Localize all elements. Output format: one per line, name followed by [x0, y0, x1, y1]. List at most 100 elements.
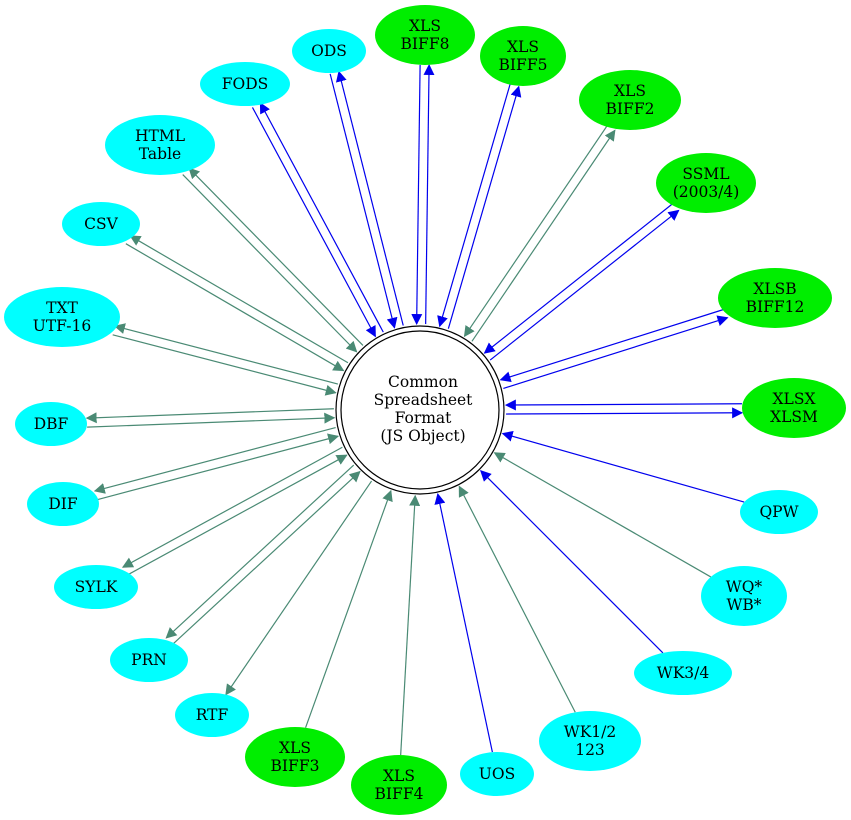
edge-wq-to-center [493, 452, 712, 578]
node-html-label-1: HTML [135, 127, 185, 145]
node-xlsx-ellipse [742, 378, 846, 438]
node-txt-label-2: UTF-16 [33, 317, 91, 335]
center-label-line-2: Spreadsheet [374, 391, 474, 409]
node-csv[interactable]: CSV [62, 202, 140, 246]
node-wk12-label-1: WK1/2 [564, 723, 616, 741]
node-xls-biff2-label-2: BIFF2 [606, 100, 655, 118]
node-xlsx-label-1: XLSX [773, 390, 816, 408]
node-dif[interactable]: DIF [27, 482, 99, 526]
node-prn[interactable]: PRN [110, 638, 188, 682]
node-ssml[interactable]: SSML(2003/4) [656, 153, 756, 213]
node-qpw-label-1: QPW [759, 503, 798, 521]
node-qpw[interactable]: QPW [740, 490, 818, 534]
edge-center-to-xls-biff8 [423, 63, 435, 325]
node-xls-biff8-label-1: XLS [409, 17, 441, 35]
node-sylk-label-1: SYLK [75, 578, 118, 596]
edge-xlsx-to-center [504, 399, 742, 411]
edge-center-to-txt [113, 323, 339, 385]
edge-xls-biff4-to-center [400, 494, 421, 756]
node-xls-biff3-ellipse [245, 727, 345, 787]
edge-uos-to-center [434, 493, 493, 753]
node-xls-biff5-label-2: BIFF5 [499, 56, 548, 74]
edge-html-to-center [182, 174, 358, 353]
center-inner-ring [340, 330, 500, 490]
edge-center-to-xls-biff5 [447, 85, 522, 329]
node-wk34-ellipse [634, 651, 732, 695]
node-fods[interactable]: FODS [200, 62, 290, 106]
edge-center-to-xls-biff2 [471, 129, 616, 342]
edge-center-to-fods [259, 102, 384, 333]
node-wq-ellipse [701, 566, 787, 626]
node-rtf[interactable]: RTF [175, 693, 249, 737]
edge-ssml-to-center [483, 202, 674, 354]
center-label-line-4: (JS Object) [380, 427, 465, 445]
edge-wk12-to-center [458, 485, 576, 713]
node-wk12-label-2: 123 [575, 741, 605, 759]
node-csv-ellipse [62, 202, 140, 246]
node-wq-label-1: WQ* [726, 578, 763, 596]
node-fods-ellipse [200, 62, 290, 106]
node-html-label-2: Table [139, 145, 181, 163]
node-html-ellipse [105, 115, 215, 175]
node-txt-ellipse [4, 287, 120, 347]
node-xlsb-ellipse [718, 268, 832, 328]
node-xlsb-label-2: BIFF12 [746, 298, 805, 316]
center-node-common-spreadsheet-format[interactable]: Common Spreadsheet Format (JS Object) [335, 325, 505, 495]
edge-center-to-ssml [489, 209, 680, 361]
node-xls-biff5-ellipse [480, 26, 566, 86]
node-fods-label-1: FODS [222, 75, 269, 93]
node-xls-biff3-label-2: BIFF3 [271, 757, 320, 775]
node-wq[interactable]: WQ*WB* [701, 566, 787, 626]
node-dbf-label-1: DBF [34, 415, 69, 433]
edge-xls-biff3-to-center [304, 489, 393, 728]
node-dbf[interactable]: DBF [15, 402, 87, 446]
node-xls-biff4-label-1: XLS [383, 767, 415, 785]
center-outer-ring [335, 325, 505, 495]
edge-center-to-prn [165, 464, 355, 639]
node-xls-biff3-label-1: XLS [279, 739, 311, 757]
center-label-line-3: Format [395, 409, 453, 427]
edge-csv-to-center [125, 243, 345, 372]
edge-center-to-dif [93, 426, 336, 494]
edge-center-to-rtf [225, 480, 373, 696]
node-ods-label-1: ODS [311, 42, 347, 60]
edge-xls-biff8-to-center [411, 64, 423, 326]
node-qpw-ellipse [740, 490, 818, 534]
edge-center-to-xlsx [506, 407, 744, 419]
node-ods[interactable]: ODS [292, 29, 366, 73]
node-prn-ellipse [110, 638, 188, 682]
edge-xls-biff5-to-center [437, 83, 511, 328]
node-wk34[interactable]: WK3/4 [634, 651, 732, 695]
edge-sylk-to-center [126, 454, 348, 576]
node-wq-label-2: WB* [726, 596, 761, 614]
node-sylk[interactable]: SYLK [54, 565, 138, 609]
node-uos[interactable]: UOS [460, 752, 534, 796]
node-xlsb-label-1: XLSB [753, 280, 796, 298]
edge-wk34-to-center [480, 470, 664, 654]
node-ssml-label-2: (2003/4) [673, 183, 740, 201]
node-xls-biff8-ellipse [375, 5, 475, 65]
node-wk34-label-1: WK3/4 [657, 664, 710, 682]
edge-prn-to-center [171, 470, 361, 645]
edge-xlsb-to-center [499, 308, 725, 383]
edge-center-to-csv [129, 235, 349, 364]
node-dif-label-1: DIF [48, 495, 78, 513]
node-ssml-ellipse [656, 153, 756, 213]
edge-fods-to-center [251, 107, 376, 338]
node-wk12-ellipse [539, 711, 641, 771]
node-xls-biff2-label-1: XLS [614, 82, 646, 100]
node-txt-label-1: TXT [46, 299, 78, 317]
node-rtf-ellipse [175, 693, 249, 737]
node-ssml-label-1: SSML [682, 165, 729, 183]
